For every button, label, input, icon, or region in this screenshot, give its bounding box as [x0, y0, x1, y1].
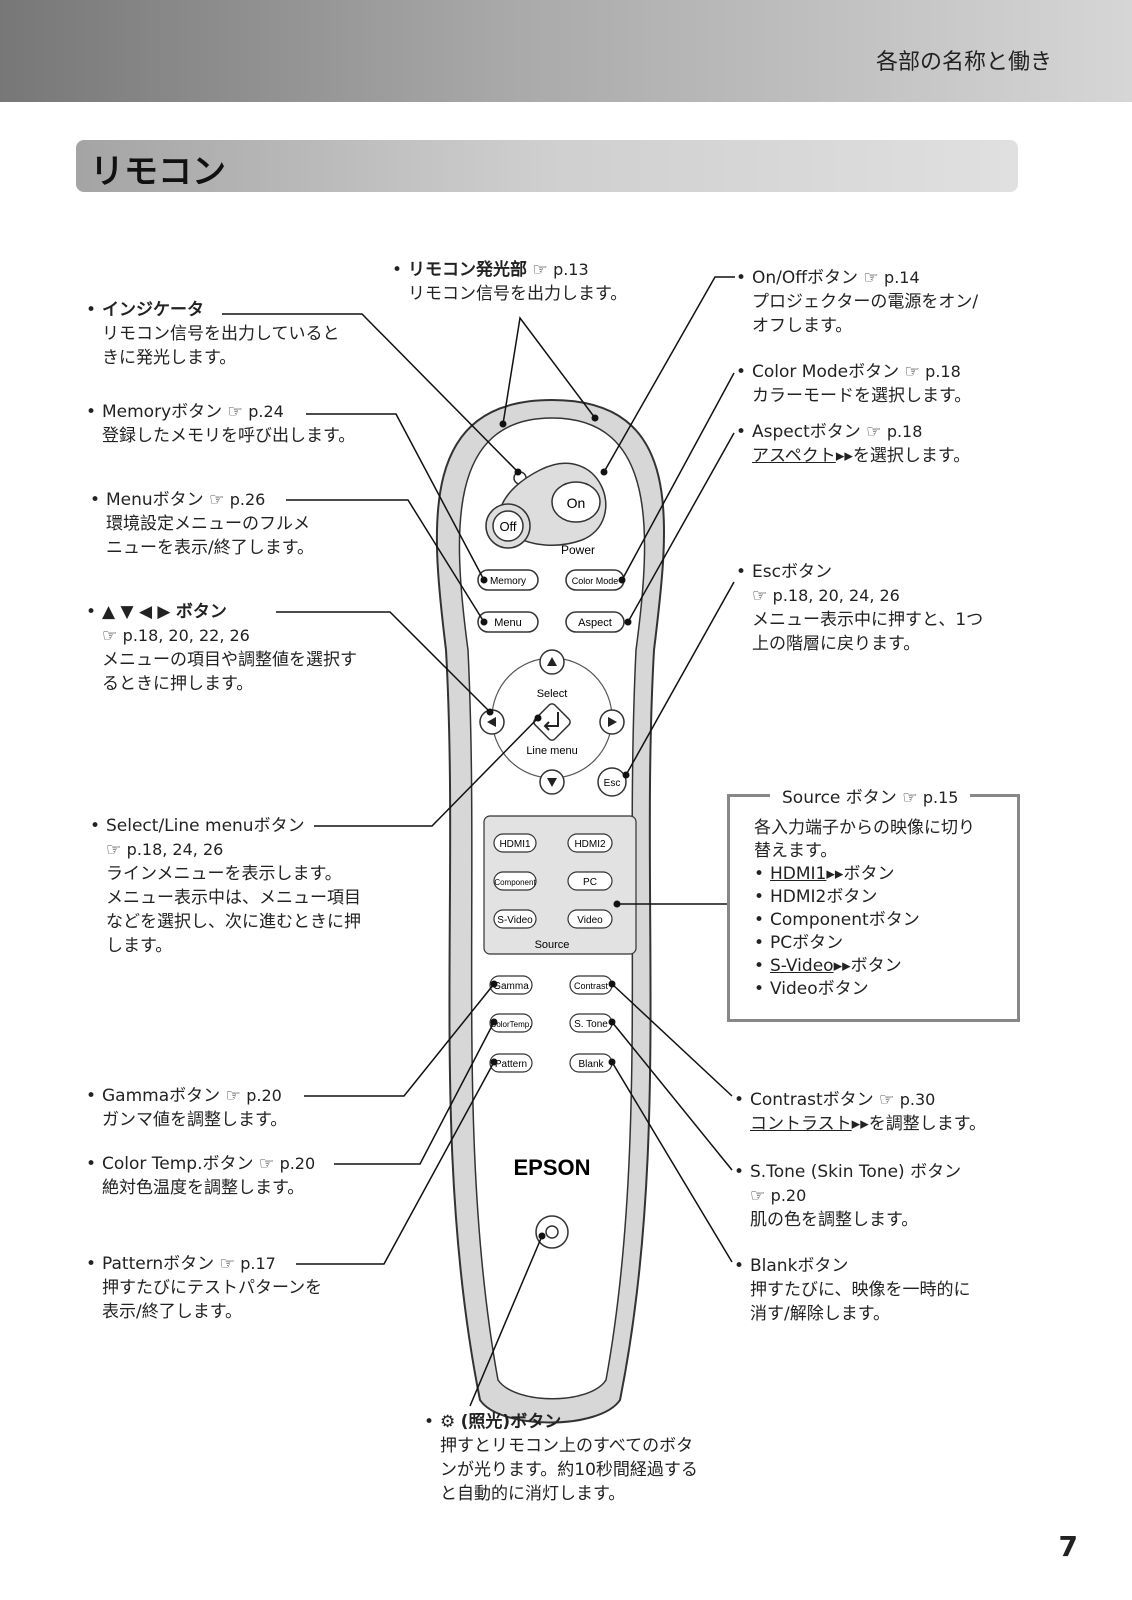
enter-button [533, 703, 571, 741]
source-item-hdmi1: •HDMI1▸▸ボタン [754, 864, 895, 884]
on-button [551, 481, 601, 523]
reference-icon: ☞ [258, 1154, 275, 1174]
reference-icon: ☞ [866, 422, 882, 442]
reference-icon: ☞ [904, 362, 920, 382]
select-callout: •Select/Line menuボタン ☞ p.18, 24, 26 ラインメ… [90, 816, 361, 956]
link-arrow-icon: ▸▸ [826, 864, 844, 884]
reference-icon: ☞ [879, 1090, 895, 1110]
aspect-link[interactable]: アスペクト [752, 446, 836, 466]
source-item-pc: •PCボタン [754, 933, 844, 953]
reference-icon: ☞ [752, 586, 768, 606]
source-item-video: •Videoボタン [754, 979, 869, 999]
svg-text:Esc: Esc [604, 778, 621, 789]
stone-callout: •S.Tone (Skin Tone) ボタン ☞ p.20 肌の色を調整します… [734, 1162, 962, 1230]
chapter-title: 各部の名称と働き [875, 50, 1052, 75]
source-box-title: Source ボタン ☞ p.15 [770, 783, 971, 808]
blank-callout: •Blankボタン 押すたびに、映像を一時的に 消す/解除します。 [734, 1256, 971, 1324]
source-item-component: •Componentボタン [754, 910, 920, 930]
link-arrow-icon: ▸▸ [833, 956, 851, 976]
reference-icon: ☞ [750, 1186, 766, 1206]
emitter-callout: •リモコン発光部 ☞ p.13 リモコン信号を出力します。 [392, 260, 628, 304]
brand-logo: EPSON [513, 1155, 590, 1180]
svg-text:ColorTemp.: ColorTemp. [491, 1020, 532, 1029]
up-arrow-icon [547, 657, 557, 666]
svg-text:Menu: Menu [494, 617, 522, 629]
off-label: Off [499, 519, 516, 534]
svg-text:HDMI2: HDMI2 [574, 839, 606, 850]
source-item-svideo: •S-Video▸▸ボタン [754, 956, 902, 976]
left-arrow-icon [487, 717, 496, 727]
down-arrow-icon [547, 778, 557, 787]
reference-icon: ☞ [106, 840, 122, 860]
svg-text:S-Video: S-Video [497, 915, 533, 926]
menu-button [477, 611, 539, 633]
right-arrow-icon [608, 717, 617, 727]
svg-text:Color Mode: Color Mode [572, 576, 619, 586]
linemenu-label: Line menu [526, 745, 577, 757]
gamma-callout: •Gammaボタン ☞ p.20 ガンマ値を調整します。 [86, 1086, 288, 1130]
esc-button [597, 767, 627, 797]
contrast-callout: •Contrastボタン ☞ p.30 コントラスト▸▸を調整します。 [734, 1090, 987, 1134]
on-label: On [567, 495, 586, 511]
svg-text:Component: Component [494, 878, 536, 887]
svg-text:HDMI1: HDMI1 [499, 839, 531, 850]
arrows-callout: •▲ ▼ ◀ ▶ ボタン ☞ p.18, 20, 22, 26 メニューの項目や… [86, 602, 357, 694]
light-callout: •⚙ (照光)ボタン 押すとリモコン上のすべてのボタ ンが光ります。約10秒間経… [424, 1412, 698, 1504]
reference-icon: ☞ [902, 788, 918, 808]
indicator-callout: •インジケータ リモコン信号を出力していると きに発光します。 [86, 300, 340, 368]
svg-text:Blank: Blank [578, 1059, 604, 1070]
svideo-link[interactable]: S-Video [770, 956, 834, 976]
reference-icon: ☞ [532, 260, 548, 280]
aspect-callout: •Aspectボタン ☞ p.18 アスペクト▸▸を選択します。 [736, 422, 971, 466]
contrast-link[interactable]: コントラスト [750, 1114, 852, 1134]
arrow-keys-icon: ▲ ▼ ◀ ▶ [102, 602, 171, 622]
link-arrow-icon: ▸▸ [851, 1114, 869, 1134]
svg-text:Aspect: Aspect [578, 617, 612, 629]
svg-text:Pattern: Pattern [495, 1059, 527, 1070]
svg-text:Video: Video [577, 915, 603, 926]
hdmi1-link[interactable]: HDMI1 [770, 864, 827, 884]
section-bar: リモコン [76, 140, 1018, 192]
off-button [492, 510, 524, 542]
light-icon: ⚙ [440, 1412, 456, 1432]
memory-callout: •Memoryボタン ☞ p.24 登録したメモリを呼び出します。 [86, 402, 356, 446]
svg-text:Memory: Memory [490, 576, 526, 587]
reference-icon: ☞ [225, 1086, 241, 1106]
reference-icon: ☞ [209, 490, 225, 510]
menu-callout: •Menuボタン ☞ p.26 環境設定メニューのフルメ ニューを表示/終了しま… [90, 490, 315, 558]
pattern-callout: •Patternボタン ☞ p.17 押すたびにテストパターンを 表示/終了しま… [86, 1254, 323, 1322]
aspect-button [565, 611, 625, 633]
section-title: リモコン [90, 152, 226, 192]
select-label: Select [537, 688, 568, 700]
link-arrow-icon: ▸▸ [835, 446, 853, 466]
reference-icon: ☞ [102, 626, 118, 646]
source-box: Source ボタン ☞ p.15 各入力端子からの映像に切り 替えます。 •H… [727, 783, 1020, 1022]
onoff-callout: •On/Offボタン ☞ p.14 プロジェクターの電源をオン/ オフします。 [736, 268, 979, 336]
svg-text:Contrast: Contrast [574, 981, 609, 991]
page-number: 7 [1058, 1530, 1078, 1563]
power-label: Power [561, 543, 595, 557]
svg-text:S. Tone: S. Tone [574, 1019, 608, 1030]
reference-icon: ☞ [227, 402, 243, 422]
colormode-callout: •Color Modeボタン ☞ p.18 カラーモードを選択します。 [736, 362, 972, 406]
esc-callout: •Escボタン ☞ p.18, 20, 24, 26 メニュー表示中に押すと、1… [736, 562, 984, 654]
memory-button [477, 569, 539, 591]
colortemp-callout: •Color Temp.ボタン ☞ p.20 絶対色温度を調整します。 [86, 1154, 316, 1198]
reference-icon: ☞ [863, 268, 879, 288]
source-label: Source [535, 939, 570, 951]
reference-icon: ☞ [219, 1254, 235, 1274]
source-item-hdmi2: •HDMI2ボタン [754, 887, 878, 907]
svg-text:PC: PC [583, 877, 597, 888]
svg-text:Gamma: Gamma [493, 981, 529, 992]
enter-icon [543, 712, 559, 731]
light-icon [545, 1225, 559, 1239]
page-header: 各部の名称と働き [0, 0, 1132, 102]
light-button [535, 1215, 569, 1249]
